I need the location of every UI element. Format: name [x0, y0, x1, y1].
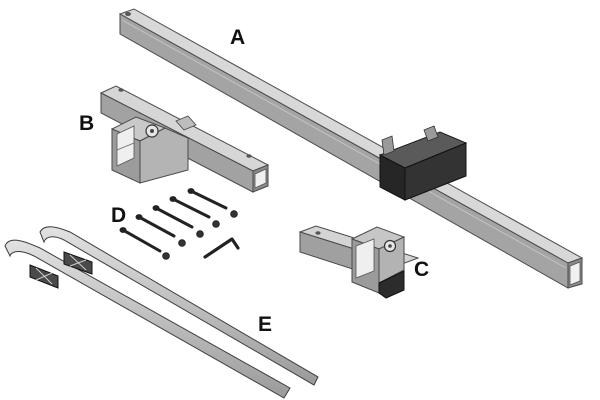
label-b: B — [79, 112, 94, 135]
nut-icon — [178, 239, 186, 247]
bolt-icon — [135, 214, 176, 238]
nut-icon — [196, 230, 204, 238]
part-a-clamp — [378, 125, 468, 201]
bolt-icon — [119, 227, 162, 253]
bolt-icon — [187, 188, 228, 210]
bolt-icon — [152, 205, 194, 229]
hole-icon — [246, 154, 252, 158]
label-e: E — [258, 313, 272, 336]
hole-icon — [118, 88, 124, 92]
label-a: A — [230, 26, 245, 49]
allen-key-icon — [203, 237, 240, 259]
buckle-icon — [29, 264, 59, 289]
part-b-bracket — [99, 85, 270, 193]
part-e-straps — [4, 226, 319, 399]
hole-icon — [125, 12, 131, 16]
label-d: D — [111, 204, 126, 227]
bolt-icon — [169, 196, 211, 219]
nut-icon — [162, 252, 170, 260]
part-c-bracket — [298, 225, 420, 299]
part-a-long-rail — [118, 8, 584, 289]
part-d-hardware — [119, 188, 240, 260]
nut-icon — [230, 210, 238, 218]
label-c: C — [414, 258, 429, 281]
buckle-icon — [63, 251, 93, 275]
hole-icon — [315, 231, 321, 235]
nut-icon — [212, 220, 220, 228]
